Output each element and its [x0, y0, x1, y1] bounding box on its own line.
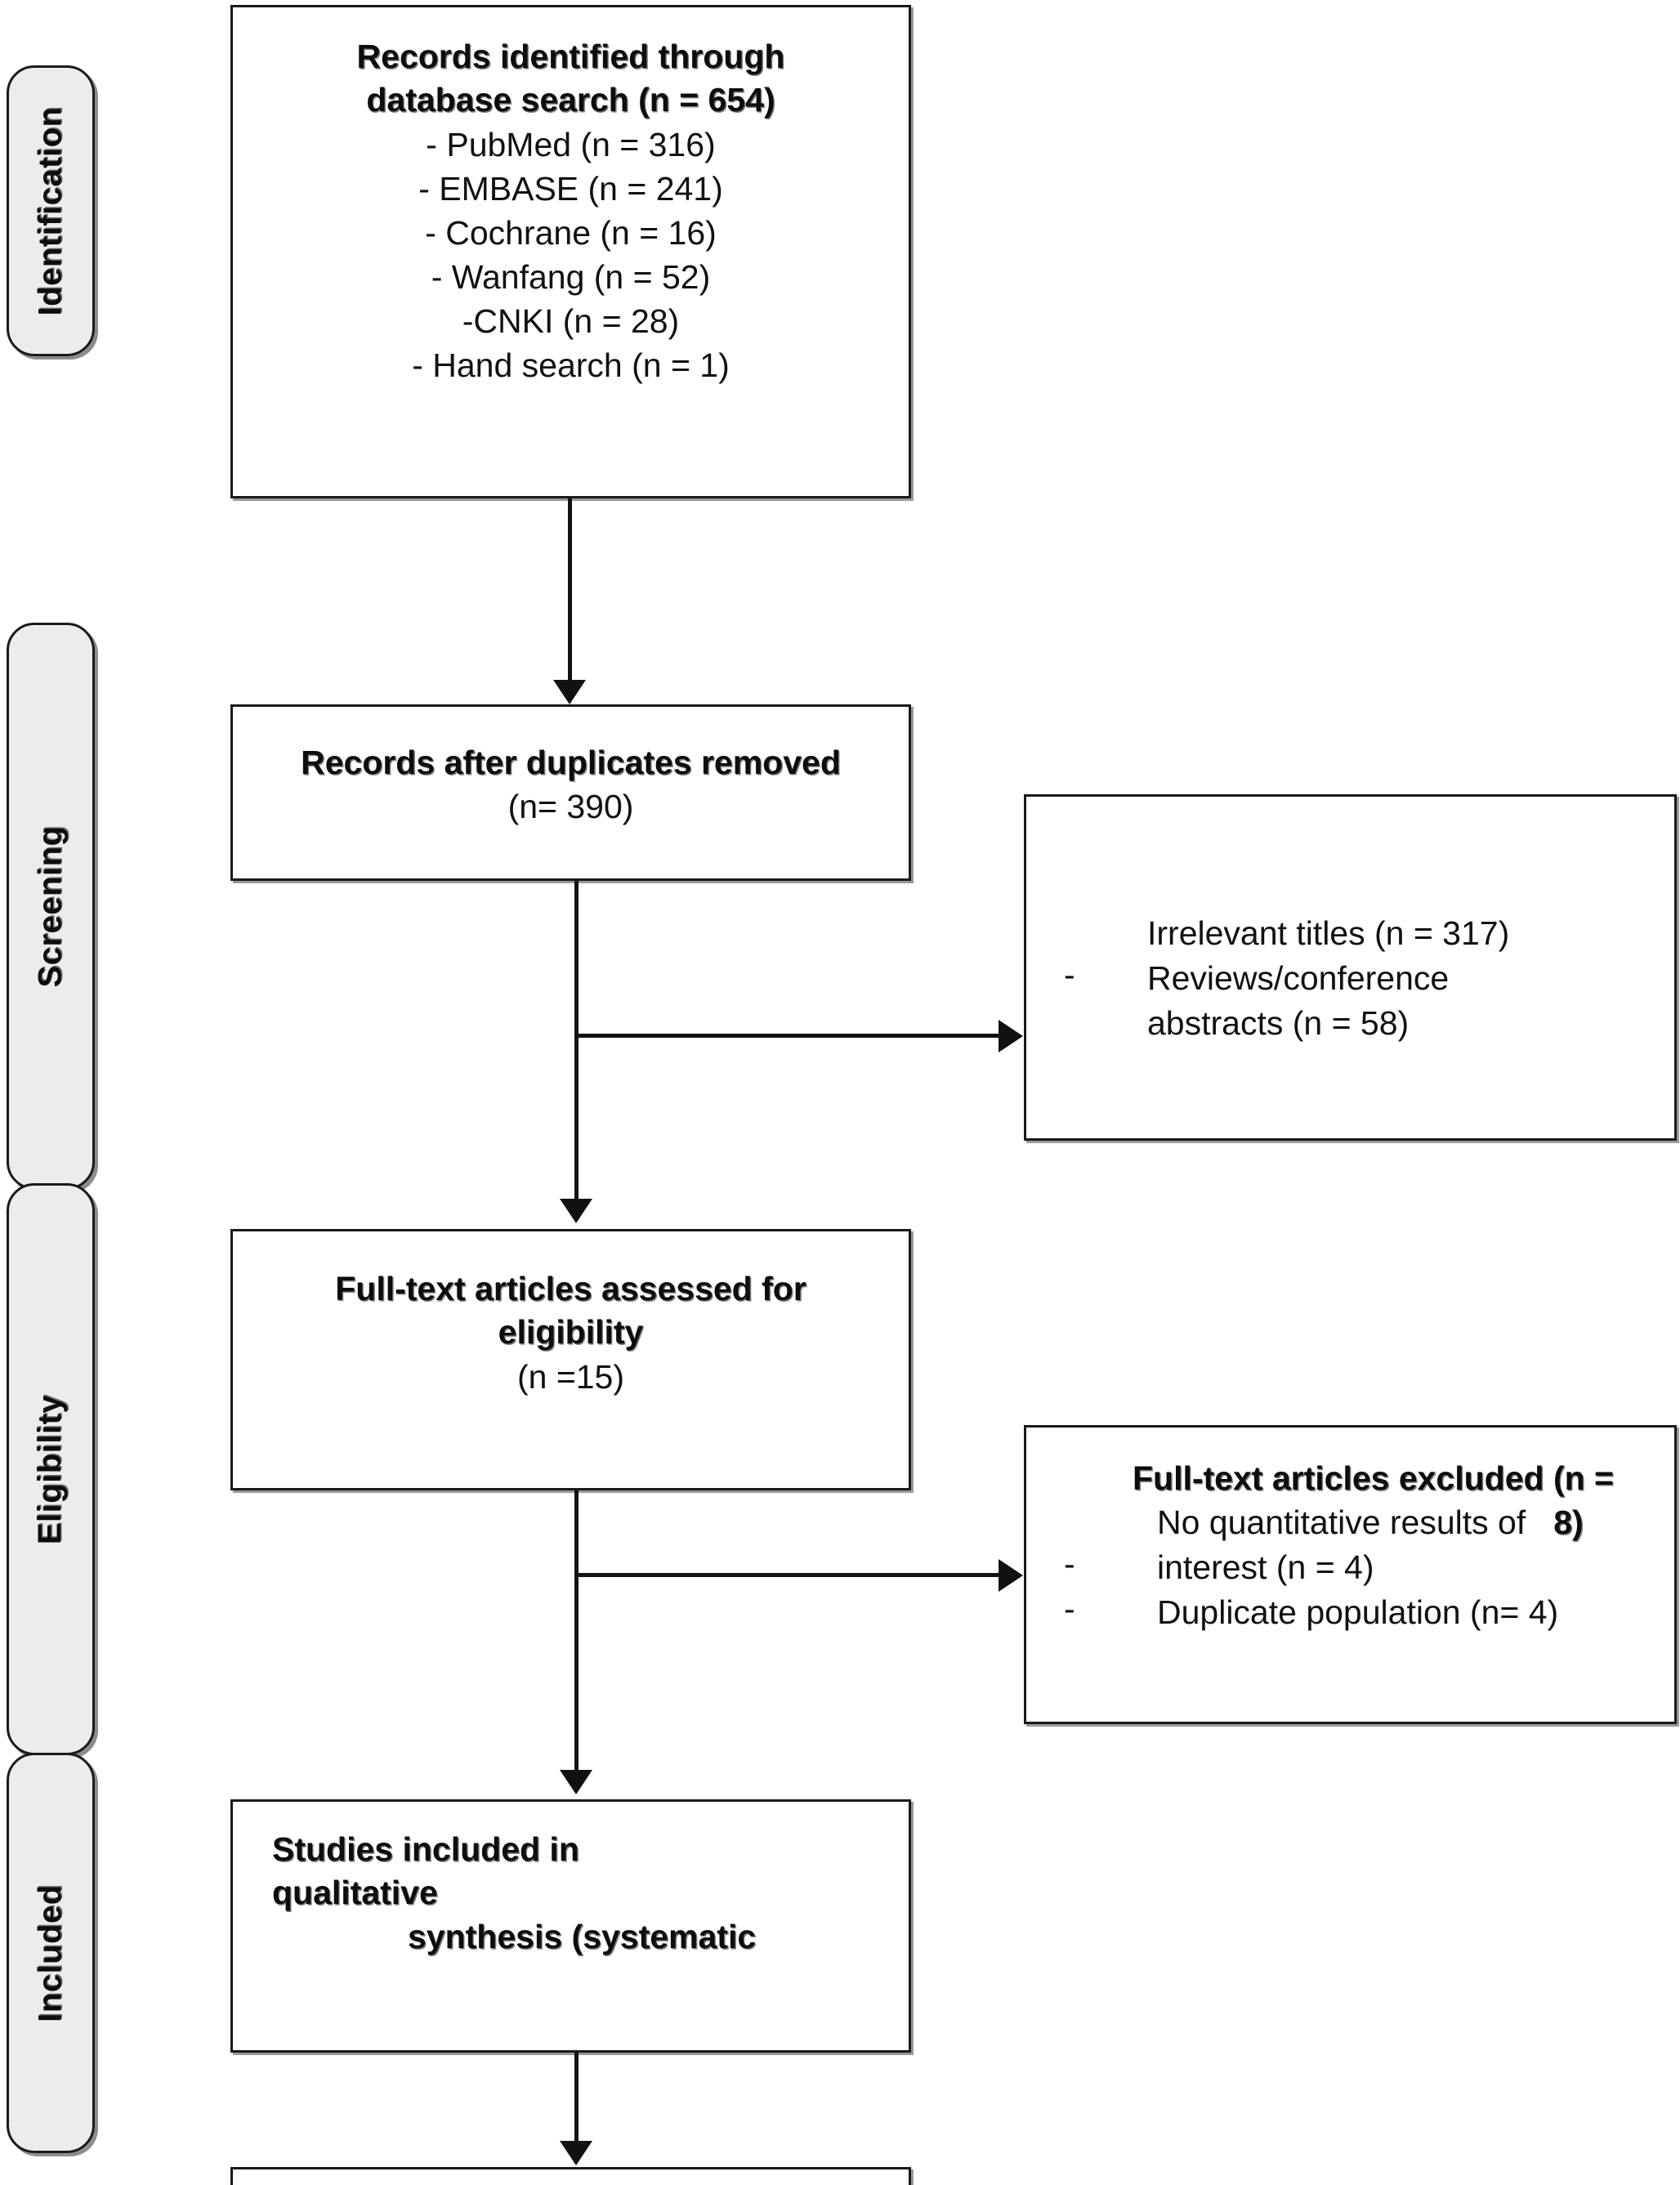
source-embase: - EMBASE (n = 241) — [418, 169, 723, 208]
stage-label-eligibility: Eligibility — [32, 1394, 69, 1544]
box-fulltext-assessed: Full-text articles assessed for eligibil… — [230, 1229, 911, 1490]
connector-duplicates-to-fulltext — [574, 881, 579, 1201]
fulltext-excluded-interest: interest (n = 4) — [1157, 1548, 1374, 1587]
stage-label-screening: Screening — [32, 825, 69, 987]
source-cnki: -CNKI (n = 28) — [462, 302, 680, 341]
arrowhead-identified-to-duplicates — [553, 680, 586, 704]
box-records-identified: Records identified through database sear… — [230, 5, 911, 498]
fulltext-excluded-bullet-interest: - interest (n = 4) — [1064, 1545, 1656, 1590]
qualitative-line2: qualitative — [272, 1874, 438, 1912]
qualitative-line1: Studies included in — [272, 1830, 579, 1868]
after-duplicates-title: Records after duplicates removed — [301, 744, 841, 781]
screening-excluded-reviews-line1: Reviews/conference — [1147, 958, 1450, 997]
stage-label-identification: Identification — [32, 106, 69, 315]
connector-qualitative-to-quantitative — [574, 2053, 579, 2144]
arrowhead-fulltext-exclusion — [999, 1559, 1023, 1592]
screening-excluded-reviews-line2: abstracts (n = 58) — [1147, 1003, 1410, 1042]
connector-identified-to-duplicates — [568, 498, 572, 682]
box-fulltext-excluded: Full-text articles excluded (n = No quan… — [1024, 1425, 1677, 1724]
arrowhead-qualitative-to-quantitative — [560, 2141, 592, 2165]
source-wanfang: - Wanfang (n = 52) — [431, 257, 711, 296]
after-duplicates-count: (n= 390) — [507, 788, 634, 826]
screening-excluded-bullet-reviews: - Reviews/conference — [1064, 956, 1653, 1001]
stage-pill-included: Included — [7, 1753, 95, 2153]
records-identified-title-line1: Records identified through — [356, 38, 785, 75]
source-pubmed: - PubMed (n = 316) — [426, 125, 716, 163]
box-qualitative-synthesis: Studies included in qualitative synthesi… — [230, 1799, 911, 2053]
box-screening-excluded: Irrelevant titles (n = 317) - Reviews/co… — [1024, 794, 1677, 1141]
fulltext-excluded-duplicate: Duplicate population (n= 4) — [1157, 1593, 1559, 1632]
fulltext-assessed-title-line1: Full-text articles assessed for — [335, 1270, 806, 1307]
fulltext-excluded-row-no-quant: No quantitative results of 8) — [1064, 1500, 1656, 1545]
box-quantitative-synthesis: Studies included in quantitative synthes… — [230, 2167, 911, 2185]
bullet-dash-icon: - — [1064, 955, 1075, 994]
fulltext-excluded-no-quant-text: No quantitative results of — [1157, 1504, 1526, 1542]
source-cochrane: - Cochrane (n = 16) — [425, 213, 717, 252]
fulltext-excluded-count: 8) — [1553, 1504, 1584, 1542]
stage-label-included: Included — [32, 1883, 69, 2022]
source-hand-search: - Hand search (n = 1) — [412, 346, 730, 385]
records-identified-title-line2: database search (n = 654) — [366, 81, 775, 119]
arrowhead-fulltext-to-qualitative — [560, 1770, 592, 1794]
fulltext-excluded-bullet-duplicate: - Duplicate population (n= 4) — [1064, 1590, 1656, 1635]
stage-pill-identification: Identification — [7, 65, 95, 356]
stage-pill-eligibility: Eligibility — [7, 1183, 95, 1755]
fulltext-assessed-count: (n =15) — [516, 1357, 625, 1396]
connector-fulltext-to-qualitative — [574, 1490, 579, 1772]
box-records-after-duplicates: Records after duplicates removed (n= 390… — [230, 704, 911, 881]
screening-excluded-irrelevant-titles: Irrelevant titles (n = 317) — [1147, 914, 1510, 952]
bullet-dash-icon: - — [1064, 1590, 1075, 1629]
qualitative-line3: synthesis (systematic — [408, 1917, 757, 1955]
connector-screening-exclusion — [574, 1034, 1001, 1038]
fulltext-excluded-title: Full-text articles excluded (n = — [1133, 1459, 1614, 1497]
connector-fulltext-exclusion — [574, 1573, 1001, 1577]
arrowhead-screening-exclusion — [999, 1020, 1023, 1052]
arrowhead-duplicates-to-fulltext — [560, 1199, 592, 1223]
bullet-dash-icon: - — [1064, 1545, 1075, 1584]
fulltext-assessed-title-line2: eligibility — [498, 1313, 644, 1352]
stage-pill-screening: Screening — [7, 623, 95, 1190]
